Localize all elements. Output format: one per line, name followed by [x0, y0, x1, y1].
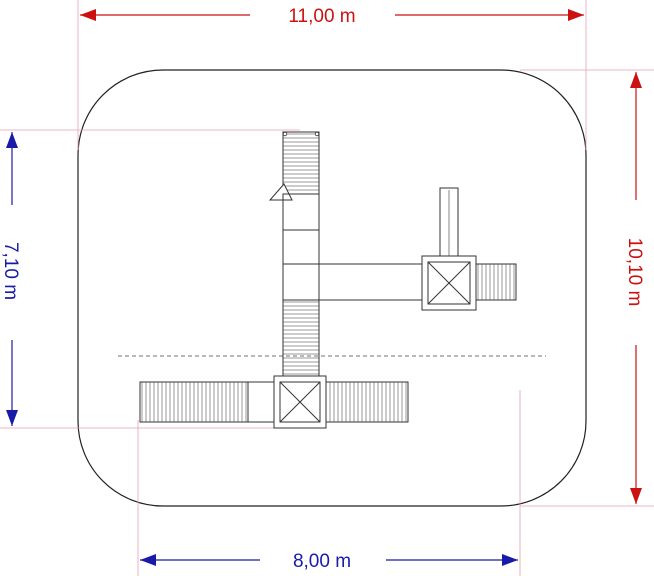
horizontal-walkway	[318, 263, 424, 301]
vertical-slatted-bridge	[282, 299, 320, 379]
right-tower	[421, 255, 477, 311]
main-tower	[273, 375, 327, 429]
right-tower-slide	[439, 187, 459, 259]
overall-width-dimension: 11,00 m	[80, 6, 584, 27]
right-tower-ladder	[475, 263, 517, 301]
equipment-width-label: 8,00 m	[293, 551, 351, 572]
equipment-depth-label: 7,10 m	[0, 242, 21, 300]
overall-depth-label: 10,10 m	[624, 238, 645, 307]
bottom-left-bridge	[139, 381, 249, 423]
overall-depth-dimension: 10,10 m	[624, 72, 645, 504]
bottom-right-bridge	[325, 381, 409, 423]
bottom-left-connector	[247, 381, 275, 423]
equipment-depth-dimension: 7,10 m	[0, 132, 21, 426]
warning-triangle-icon	[268, 183, 293, 201]
overall-width-label: 11,00 m	[288, 6, 355, 27]
top-climbing-ladder	[282, 131, 320, 195]
equipment-width-dimension: 8,00 m	[140, 551, 518, 572]
